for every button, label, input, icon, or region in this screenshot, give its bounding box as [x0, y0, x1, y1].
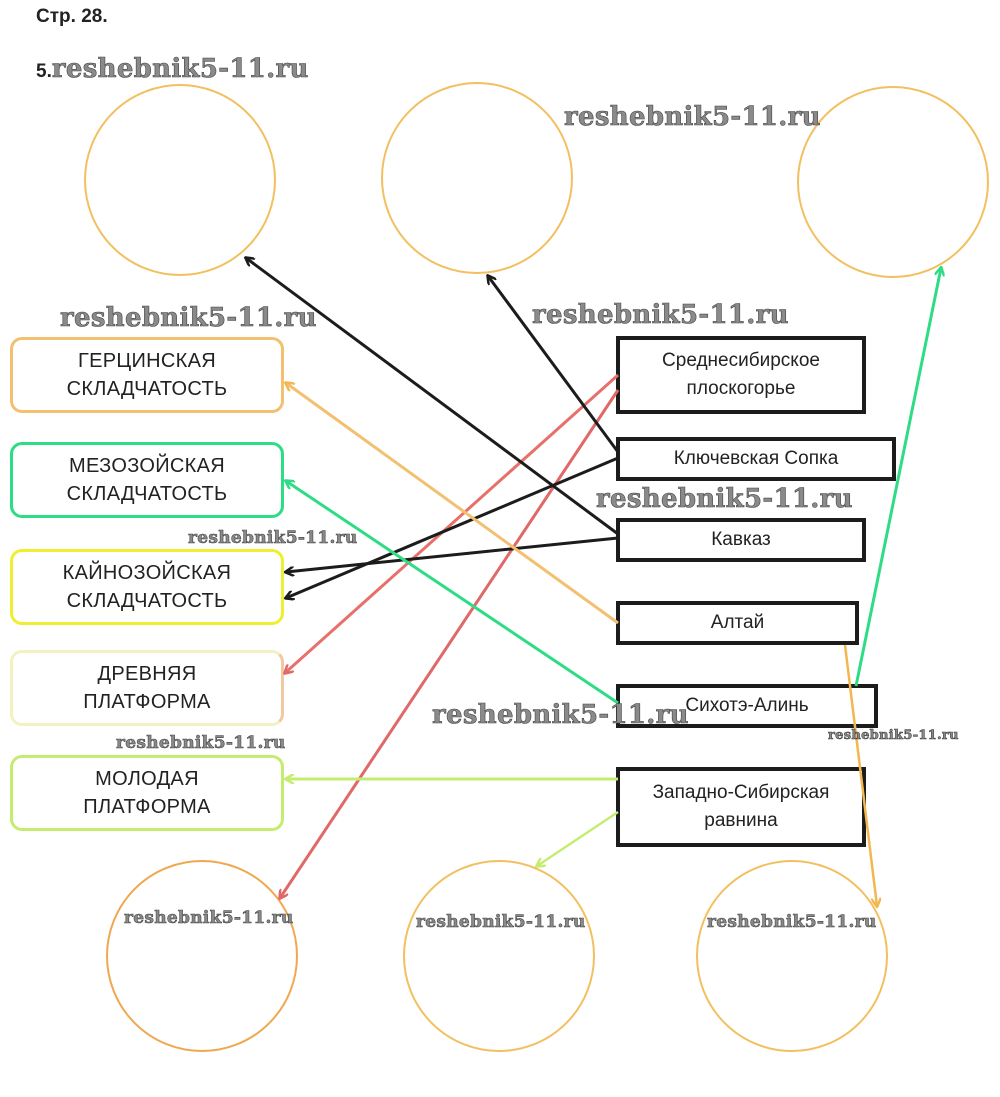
region-klyuchevskaya-sopka[interactable]: Ключевская Сопка — [616, 437, 896, 481]
category-line2: ПЛАТФОРМА — [83, 796, 211, 818]
category-hercynian-folding[interactable]: ГЕРЦИНСКАЯ СКЛАДЧАТОСТЬ — [10, 337, 284, 413]
task-number: 5.reshebnik5-11.ru — [36, 54, 309, 85]
arrow-sikhote-alin-to-mesozoic — [286, 481, 619, 705]
circle-bottom-right[interactable] — [696, 860, 888, 1052]
task-number-label: 5. — [36, 61, 52, 82]
arrow-central-siberian-to-ancient-platform — [285, 373, 620, 673]
watermark: reshebnik5-11.ru — [188, 528, 358, 549]
region-caucasus[interactable]: Кавказ — [616, 518, 866, 562]
category-line1: МОЛОДАЯ — [95, 768, 199, 790]
watermark: reshebnik5-11.ru — [60, 303, 317, 334]
page-title: Стр. 28. — [36, 6, 108, 27]
arrow-altai-to-hercynian — [286, 383, 619, 625]
arrow-central-siberian-to-circle-bottom-left — [280, 389, 620, 898]
region-label: Ключевская Сопка — [673, 448, 839, 469]
category-line2: СКЛАДЧАТОСТЬ — [66, 483, 228, 505]
region-label: Сихотэ-Алинь — [685, 695, 809, 716]
category-ancient-platform[interactable]: ДРЕВНЯЯ ПЛАТФОРМА — [10, 650, 284, 726]
category-line1: ГЕРЦИНСКАЯ — [77, 350, 216, 372]
circle-top-middle[interactable] — [381, 82, 573, 274]
watermark: reshebnik5-11.ru — [707, 912, 877, 933]
region-west-siberian-plain[interactable]: Западно-Сибирская равнина — [616, 767, 866, 847]
watermark: reshebnik5-11.ru — [596, 484, 853, 515]
watermark: reshebnik5-11.ru — [116, 733, 286, 754]
watermark: reshebnik5-11.ru — [416, 912, 586, 933]
region-line1: Среднесибирское — [662, 350, 820, 371]
category-line2: СКЛАДЧАТОСТЬ — [66, 378, 228, 400]
category-line2: ПЛАТФОРМА — [83, 691, 211, 713]
region-label: Кавказ — [711, 529, 771, 550]
watermark: reshebnik5-11.ru — [564, 102, 821, 133]
category-young-platform[interactable]: МОЛОДАЯ ПЛАТФОРМА — [10, 755, 284, 831]
watermark: reshebnik5-11.ru — [124, 908, 294, 929]
region-line2: равнина — [704, 810, 778, 831]
circle-top-right[interactable] — [797, 86, 989, 278]
region-sikhote-alin[interactable]: Сихотэ-Алинь — [616, 684, 878, 728]
category-cenozoic-folding[interactable]: КАЙНОЗОЙСКАЯ СКЛАДЧАТОСТЬ — [10, 549, 284, 625]
category-line1: КАЙНОЗОЙСКАЯ — [62, 562, 232, 584]
circle-top-left[interactable] — [84, 84, 276, 276]
arrow-west-siberian-to-circle-bottom-middle — [537, 810, 619, 866]
region-label: Алтай — [710, 612, 765, 633]
category-line2: СКЛАДЧАТОСТЬ — [66, 590, 228, 612]
circle-bottom-middle[interactable] — [403, 860, 595, 1052]
watermark: reshebnik5-11.ru — [532, 300, 789, 331]
region-line1: Западно-Сибирская — [652, 782, 830, 803]
category-line1: МЕЗОЗОЙСКАЯ — [69, 455, 225, 477]
category-mesozoic-folding[interactable]: МЕЗОЗОЙСКАЯ СКЛАДЧАТОСТЬ — [10, 442, 284, 518]
category-line1: ДРЕВНЯЯ — [97, 663, 197, 685]
circle-bottom-left[interactable] — [106, 860, 298, 1052]
watermark: reshebnik5-11.ru — [432, 700, 689, 731]
region-altai[interactable]: Алтай — [616, 601, 859, 645]
region-line2: плоскогорье — [686, 378, 796, 399]
watermark: reshebnik5-11.ru — [828, 728, 959, 744]
region-central-siberian-plateau[interactable]: Среднесибирское плоскогорье — [616, 336, 866, 414]
watermark: reshebnik5-11.ru — [51, 54, 309, 85]
